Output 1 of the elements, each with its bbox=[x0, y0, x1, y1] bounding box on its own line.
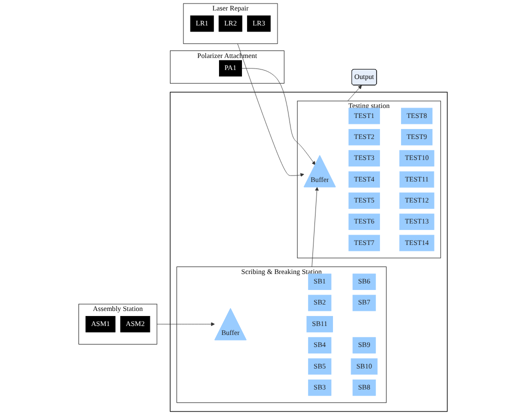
cluster bbox=[170, 92, 448, 412]
